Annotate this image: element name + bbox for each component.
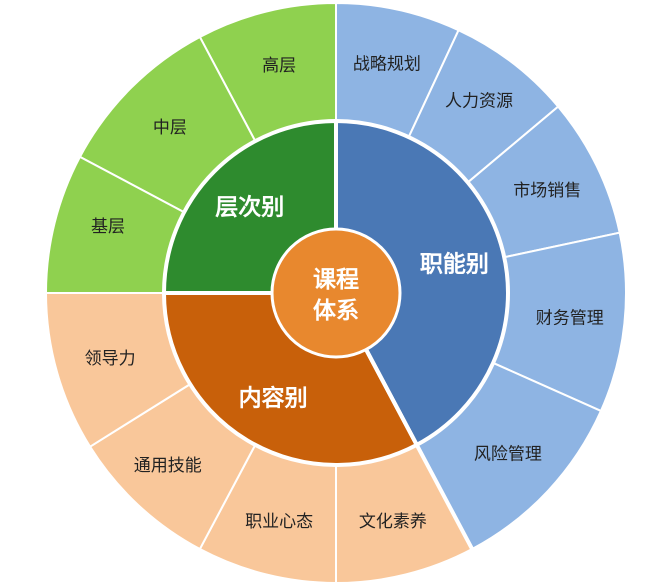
category-label: 层次别 xyxy=(215,194,284,221)
item-label: 市场销售 xyxy=(513,181,581,201)
center-label-line2: 体系 xyxy=(313,298,359,324)
center-hub: 课程 体系 xyxy=(270,227,402,359)
center-circle xyxy=(270,227,402,359)
category-label: 职能别 xyxy=(420,250,489,277)
item-label: 通用技能 xyxy=(134,456,202,476)
item-label: 职业心态 xyxy=(245,512,313,532)
item-label: 人力资源 xyxy=(445,92,513,112)
item-label: 风险管理 xyxy=(474,444,542,464)
item-label: 基层 xyxy=(91,217,125,237)
item-label: 战略规划 xyxy=(353,55,421,75)
item-label: 领导力 xyxy=(85,349,136,369)
item-label: 文化素养 xyxy=(359,512,427,532)
item-label: 高层 xyxy=(262,56,296,76)
item-label: 中层 xyxy=(153,118,187,138)
item-label: 财务管理 xyxy=(536,309,604,329)
center-label-line1: 课程 xyxy=(313,267,359,293)
section-divider xyxy=(364,348,474,550)
category-label: 内容别 xyxy=(239,385,308,412)
